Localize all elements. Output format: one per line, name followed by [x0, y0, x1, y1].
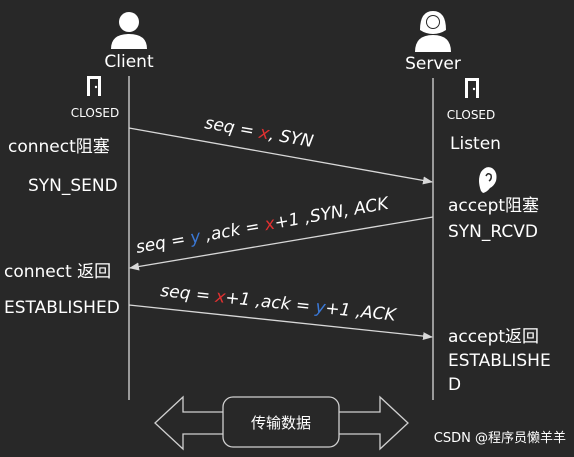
ear-icon: [479, 167, 497, 193]
syn-message-label: seq = x, SYN: [203, 113, 315, 152]
message-segment: seq =: [203, 113, 261, 142]
server-note-established: ESTABLISHE: [448, 351, 551, 371]
server-note-listen: Listen: [450, 134, 501, 154]
client-note-syn-send: SYN_SEND: [28, 176, 118, 196]
message-segment: ,ack =: [199, 216, 267, 247]
message-segment: +1 ,ACK: [324, 298, 398, 325]
ack-arrow: [128, 304, 433, 341]
ack-message-label: seq = x+1 ,ack = y+1 ,ACK: [159, 281, 398, 326]
client-note-established: ESTABLISHED: [4, 298, 120, 318]
client-note-connect-return: connect 返回: [4, 262, 111, 282]
message-segment: y: [313, 297, 327, 318]
server-note-syn-rcvd: SYN_RCVD: [448, 222, 538, 242]
door-icon: [87, 76, 101, 96]
server-note-accept-return: accept返回: [448, 327, 539, 347]
syn-ack-message-label: seq = y ,ack = x+1 ,SYN, ACK: [134, 193, 391, 257]
client-state-closed: CLOSED: [71, 106, 120, 120]
message-segment: , SYN: [267, 125, 315, 153]
server-note-established-cont: D: [448, 375, 461, 395]
message-segment: y: [188, 227, 203, 249]
woman-icon: [415, 11, 451, 52]
server-state-closed: CLOSED: [447, 108, 496, 122]
message-segment: seq =: [134, 229, 192, 258]
message-segment: seq =: [159, 281, 216, 307]
client-note-connect-blocked: connect阻塞: [8, 137, 110, 157]
message-segment: +1 ,ack =: [224, 288, 316, 317]
syn-ack-arrow: [129, 216, 434, 271]
data-transfer-label: 传输数据: [251, 414, 311, 432]
message-segment: x: [262, 214, 277, 236]
client-label: Client: [104, 52, 154, 72]
syn-arrow: [128, 127, 433, 185]
message-segment: x: [256, 123, 271, 145]
server-note-accept-blocked: accept阻塞: [448, 196, 539, 216]
person-icon: [111, 12, 147, 49]
data-transfer-box: [222, 396, 340, 448]
door-icon: [465, 78, 479, 98]
message-segment: x: [213, 287, 227, 308]
watermark: CSDN @程序员懒羊羊: [434, 430, 566, 446]
server-label: Server: [405, 54, 461, 74]
